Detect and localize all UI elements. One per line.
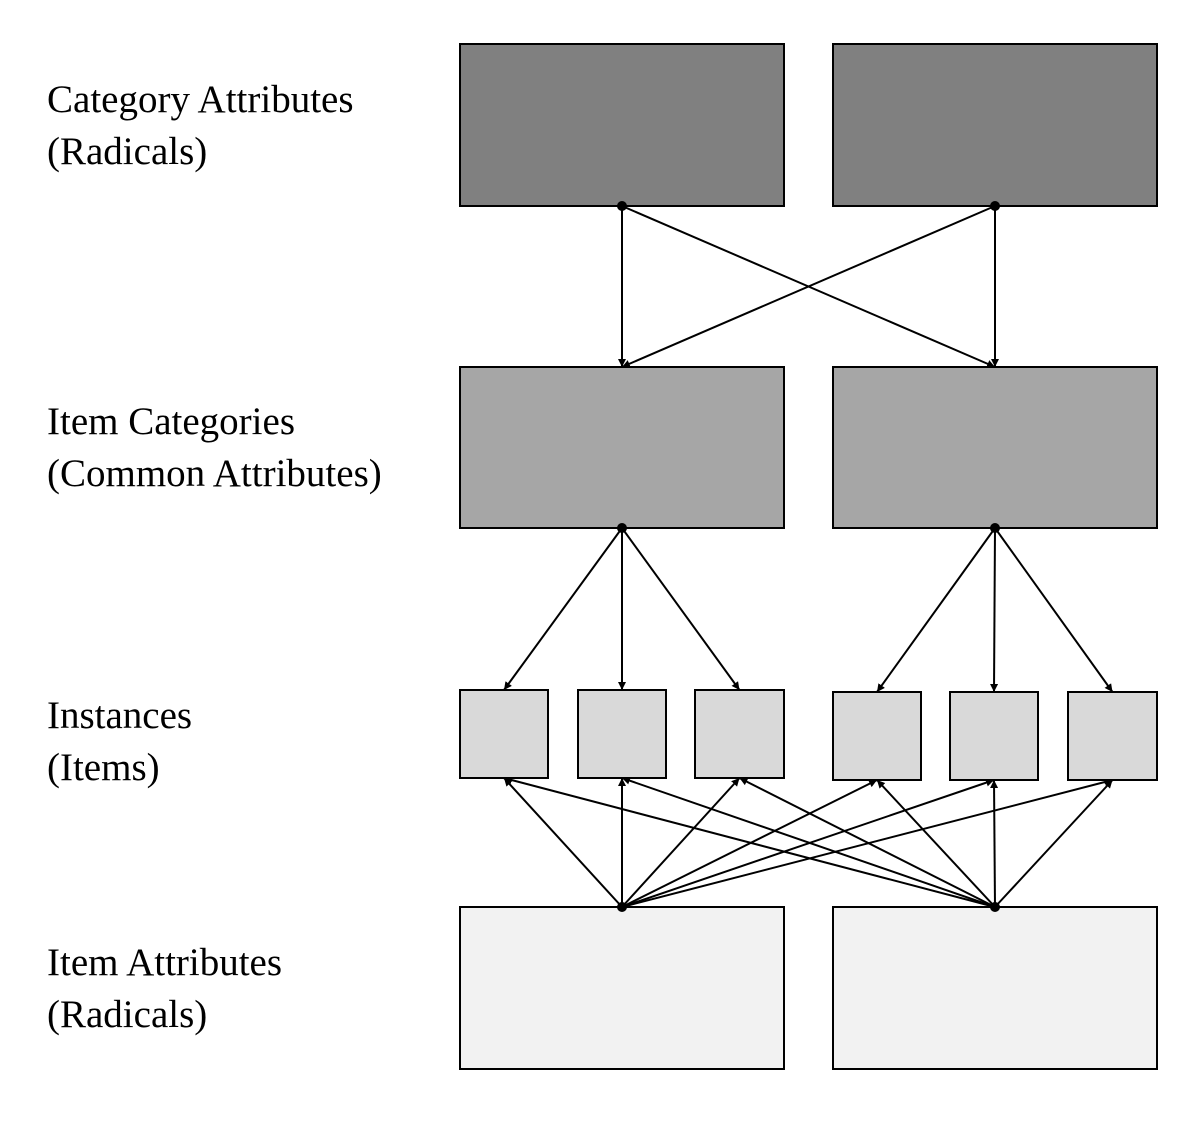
edge-item-attributes-1-to-instances-3 — [876, 779, 996, 908]
level-label-category-attributes: Category Attributes (Radicals) — [47, 74, 354, 178]
edge-item-attributes-1-to-instances-5 — [994, 779, 1114, 908]
level-subtitle: (Common Attributes) — [47, 452, 382, 495]
edge-item-categories-1-to-instances-3 — [876, 527, 996, 693]
edge-item-attributes-1-to-instances-2 — [739, 777, 996, 908]
level-label-instances: Instances (Items) — [47, 690, 192, 794]
edge-item-categories-1-to-instances-4 — [990, 527, 999, 693]
category-attributes-node-2 — [832, 43, 1158, 207]
item-categories-node-2 — [832, 366, 1158, 529]
category-attributes-node-1 — [459, 43, 785, 207]
edge-item-attributes-1-to-instances-0 — [503, 776, 996, 908]
level-subtitle: (Items) — [47, 746, 160, 789]
level-title: Instances — [47, 694, 193, 737]
level-title: Item Categories — [47, 400, 295, 443]
instances-node-5 — [949, 691, 1039, 781]
edges-layer — [503, 205, 1114, 908]
edge-item-attributes-0-to-instances-2 — [621, 777, 741, 908]
edge-item-categories-1-to-instances-5 — [994, 527, 1114, 693]
instances-node-6 — [1067, 691, 1158, 781]
nodes-layer — [459, 43, 1158, 1070]
anchors-layer — [617, 201, 1000, 912]
item-attributes-node-2 — [832, 906, 1158, 1070]
level-title: Category Attributes — [47, 78, 354, 121]
level-label-item-attributes: Item Attributes (Radicals) — [47, 937, 282, 1041]
instances-node-3 — [694, 689, 785, 779]
level-label-item-categories: Item Categories (Common Attributes) — [47, 396, 382, 500]
connector-dot-item-attributes-0 — [617, 902, 627, 912]
connector-dot-item-categories-0 — [617, 523, 627, 533]
edge-item-attributes-1-to-instances-4 — [990, 779, 999, 908]
edge-item-attributes-0-to-instances-0 — [503, 777, 623, 908]
connector-dot-category-attributes-0 — [617, 201, 627, 211]
connector-dot-category-attributes-1 — [990, 201, 1000, 211]
connector-dot-item-attributes-1 — [990, 902, 1000, 912]
level-subtitle: (Radicals) — [47, 130, 208, 173]
edge-item-categories-0-to-instances-2 — [621, 527, 741, 691]
item-attributes-node-1 — [459, 906, 785, 1070]
connector-dot-item-categories-1 — [990, 523, 1000, 533]
instances-node-2 — [577, 689, 667, 779]
level-subtitle: (Radicals) — [47, 993, 208, 1036]
edge-item-attributes-0-to-instances-4 — [621, 778, 995, 908]
edge-item-attributes-1-to-instances-1 — [621, 776, 996, 908]
level-title: Item Attributes — [47, 941, 283, 984]
instances-node-1 — [459, 689, 549, 779]
item-categories-node-1 — [459, 366, 785, 529]
instances-node-4 — [832, 691, 922, 781]
edge-item-categories-0-to-instances-0 — [503, 527, 623, 691]
edge-category-attributes-1-to-item-categories-0 — [621, 205, 996, 368]
